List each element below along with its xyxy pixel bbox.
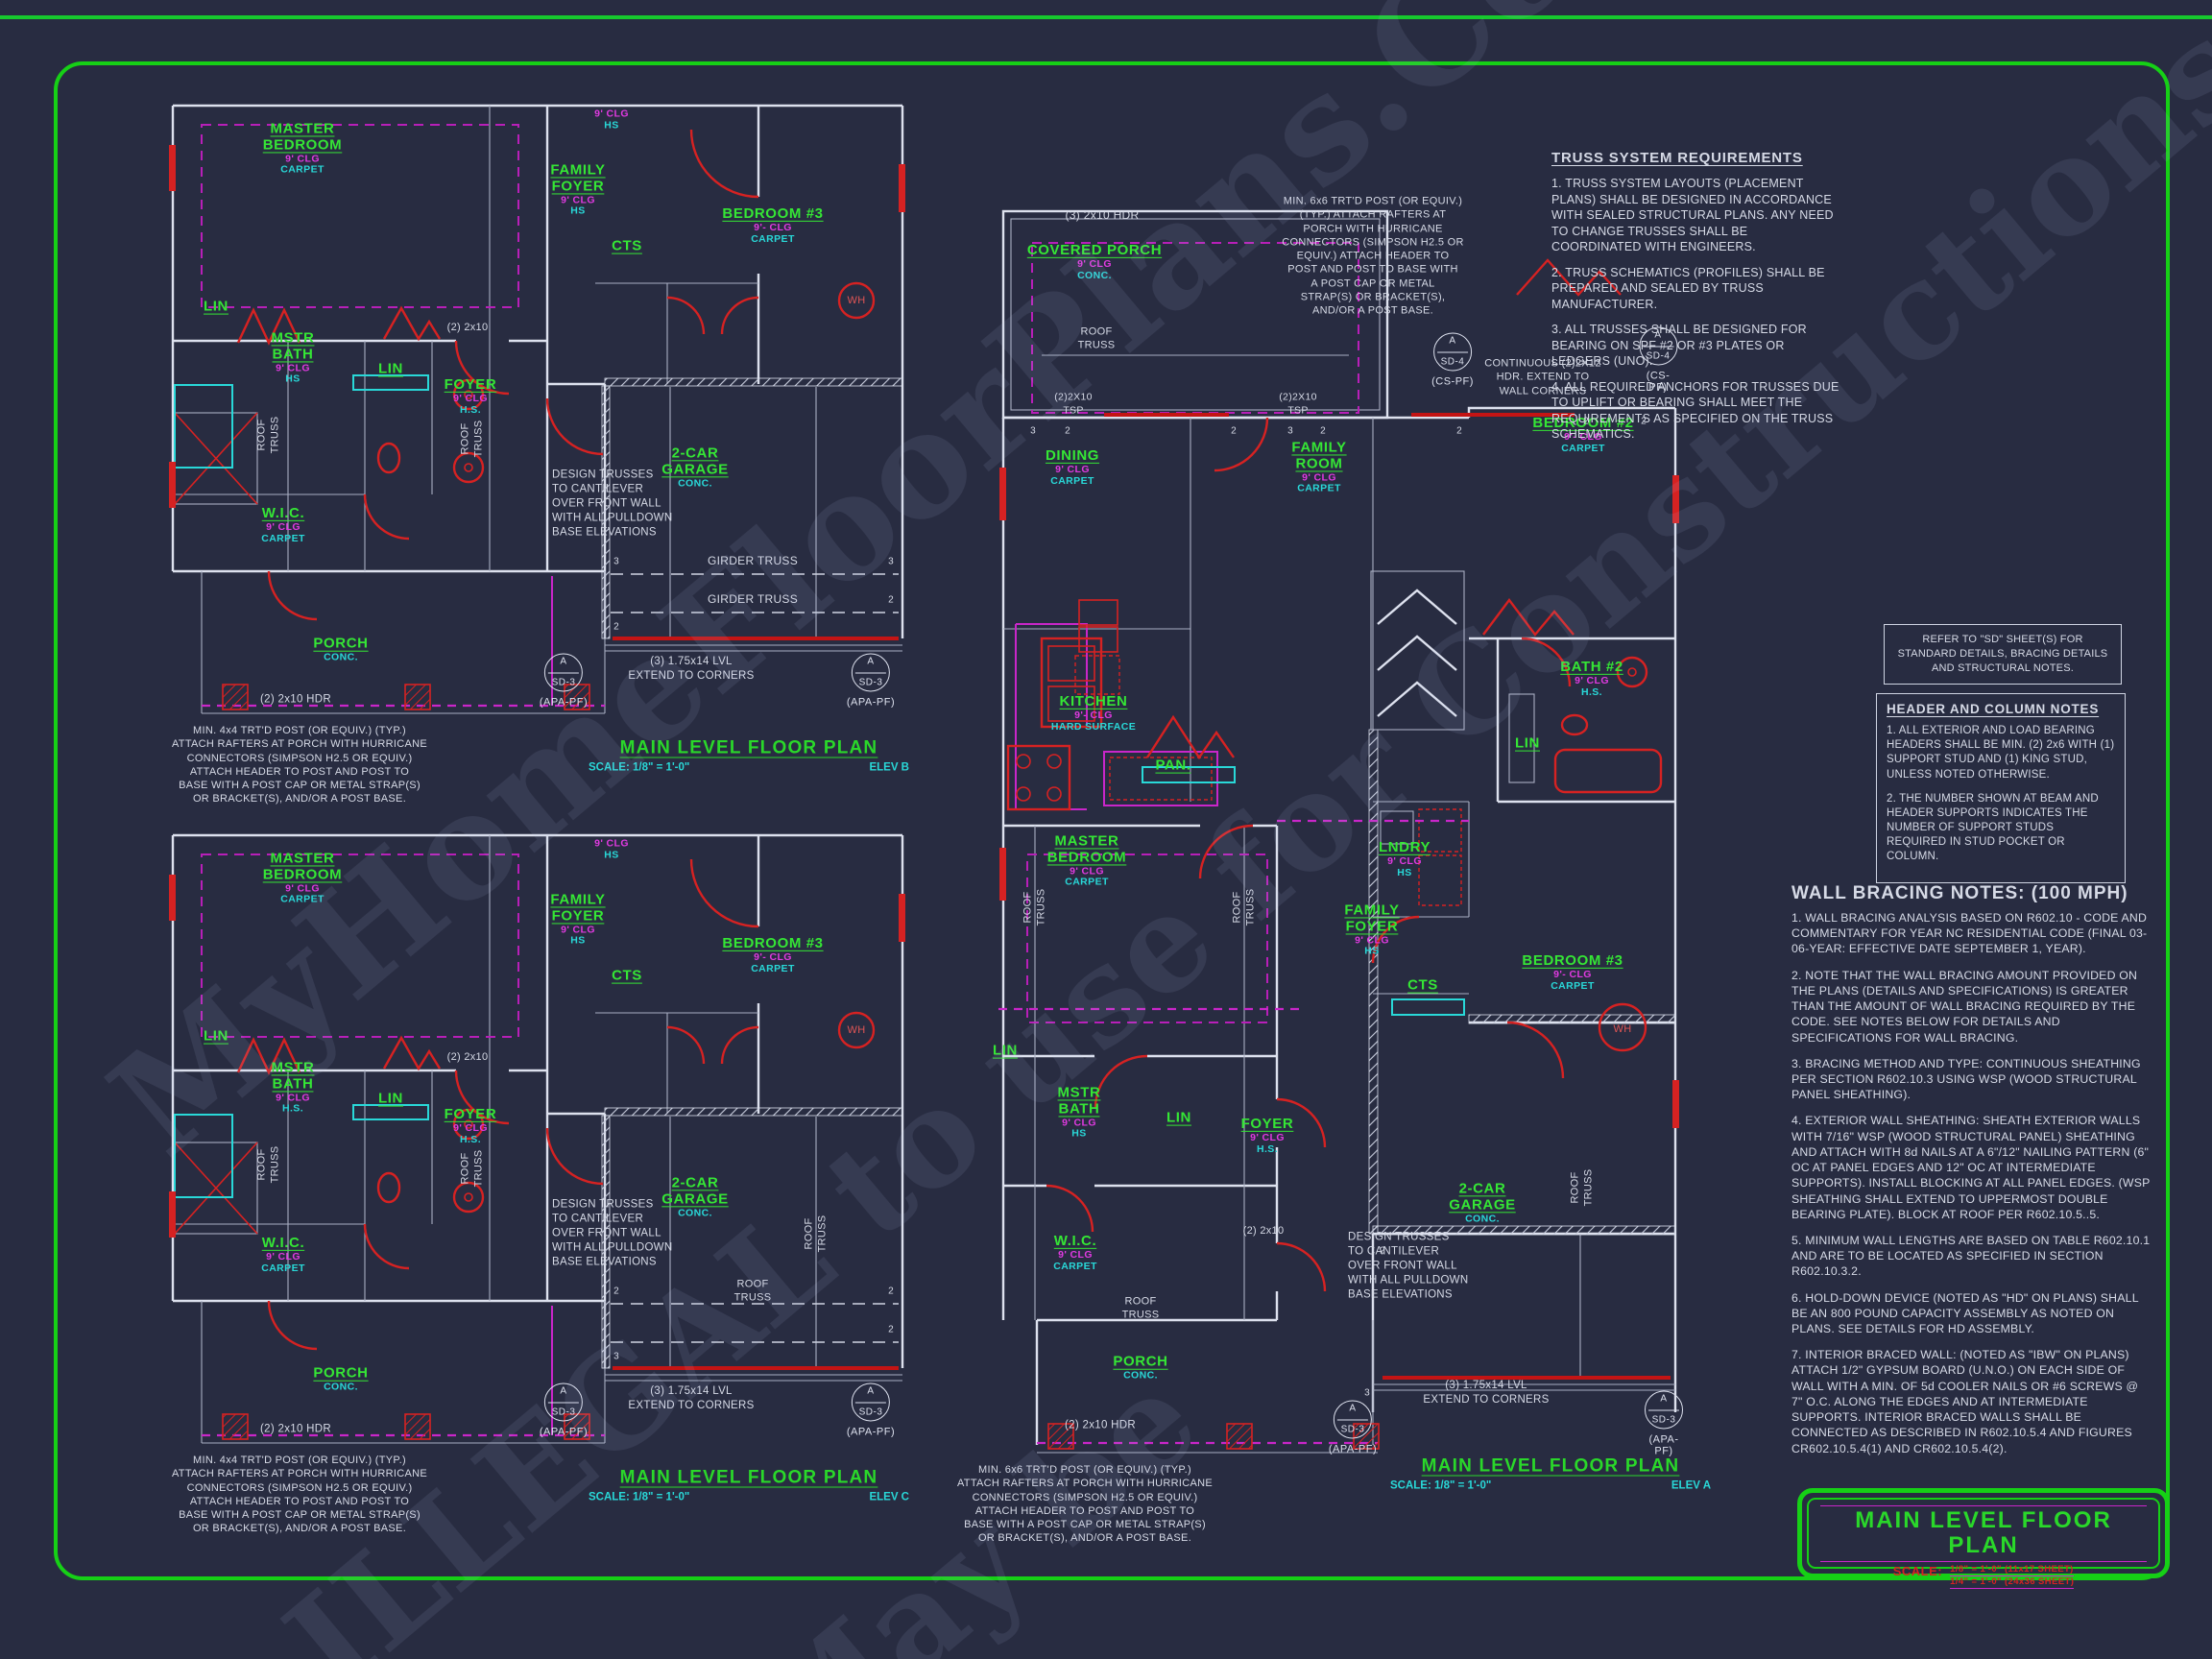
wall-bracing-list: 1. WALL BRACING ANALYSIS BASED ON R602.1… (1791, 910, 2151, 1456)
note-item: 7. INTERIOR BRACED WALL: (NOTED AS "IBW"… (1791, 1348, 2139, 1455)
wall-bracing-notes: WALL BRACING NOTES: (100 MPH) 1. WALL BR… (1791, 883, 2151, 1467)
floor-plan-drawing (169, 104, 905, 714)
sd-sheet-note: REFER TO "SD" SHEET(S) FOR STANDARD DETA… (1884, 624, 2122, 685)
note-item: 5. MINIMUM WALL LENGTHS ARE BASED ON TAB… (1791, 1233, 2151, 1279)
note-item: 6. HOLD-DOWN DEVICE (NOTED AS "HD" ON PL… (1791, 1290, 2139, 1336)
floor-plan-elev-b: MASTER BEDROOM 9' CLG CARPET FAMILY FOYE… (144, 91, 922, 811)
note-item: 1. ALL EXTERIOR AND LOAD BEARING HEADERS… (1887, 725, 2115, 781)
scale-line-1: 1/8" = 1'-0" (11x17 SHEET) (1950, 1563, 2075, 1576)
note-item: 1. TRUSS SYSTEM LAYOUTS (PLACEMENT PLANS… (1551, 177, 1834, 253)
note-item: 3. ALL TRUSSES SHALL BE DESIGNED FOR BEA… (1551, 323, 1807, 368)
plan-caption-elev: ELEV A (1671, 1479, 1711, 1492)
sheet-title: MAIN LEVEL FLOOR PLAN (1855, 1507, 2112, 1559)
header-and-column-notes: HEADER AND COLUMN NOTES 1. ALL EXTERIOR … (1876, 693, 2126, 883)
plan-caption-scale: SCALE: 1/8" = 1'-0" (589, 1491, 690, 1503)
title-block: MAIN LEVEL FLOOR PLAN SCALE: 1/8" = 1'-0… (1797, 1488, 2170, 1589)
plan-caption-title: MAIN LEVEL FLOOR PLAN (619, 737, 878, 758)
plan-caption: MAIN LEVEL FLOOR PLAN SCALE: 1/8" = 1'-0… (1382, 1456, 1719, 1492)
title-block-rule (1820, 1560, 2147, 1562)
header-column-list: 1. ALL EXTERIOR AND LOAD BEARING HEADERS… (1887, 724, 2115, 865)
plan-caption-scale: SCALE: 1/8" = 1'-0" (1390, 1479, 1492, 1492)
note-item: 2. NOTE THAT THE WALL BRACING AMOUNT PRO… (1791, 968, 2138, 1045)
title-block-rule (1820, 1505, 2147, 1506)
truss-notes-list: 1. TRUSS SYSTEM LAYOUTS (PLACEMENT PLANS… (1551, 176, 1839, 443)
scale-label: SCALE: (1892, 1563, 1943, 1578)
sd-sheet-note-text: REFER TO "SD" SHEET(S) FOR STANDARD DETA… (1897, 634, 2108, 674)
note-item: 2. TRUSS SCHEMATICS (PROFILES) SHALL BE … (1551, 265, 1825, 311)
plan-caption-elev: ELEV B (869, 761, 909, 774)
note-item: 1. WALL BRACING ANALYSIS BASED ON R602.1… (1791, 911, 2148, 956)
scale-line-2: 1/4" = 1'-0" (24x36 SHEET) (1950, 1575, 2075, 1589)
sheet-top-border-line (0, 15, 2212, 19)
plan-caption-title: MAIN LEVEL FLOOR PLAN (1421, 1455, 1680, 1477)
plan-caption-title: MAIN LEVEL FLOOR PLAN (619, 1467, 878, 1488)
plan-caption-elev: ELEV C (869, 1491, 909, 1503)
plan-caption: MAIN LEVEL FLOOR PLAN SCALE: 1/8" = 1'-0… (581, 1468, 917, 1503)
title-block-inner: MAIN LEVEL FLOOR PLAN SCALE: 1/8" = 1'-0… (1807, 1498, 2160, 1589)
floor-plan-elev-c: MASTER BEDROOM 9' CLG CARPET FAMILY FOYE… (144, 821, 922, 1541)
truss-notes-title: TRUSS SYSTEM REQUIREMENTS (1551, 150, 1803, 166)
truss-system-requirements: TRUSS SYSTEM REQUIREMENTS 1. TRUSS SYSTE… (1551, 150, 1839, 452)
note-item: 2. THE NUMBER SHOWN AT BEAM AND HEADER S… (1887, 792, 2099, 863)
note-item: 3. BRACING METHOD AND TYPE: CONTINUOUS S… (1791, 1056, 2141, 1102)
wall-bracing-title: WALL BRACING NOTES: (100 MPH) (1791, 883, 2128, 903)
floor-plan-walls (998, 209, 1679, 1454)
floor-plan-drawing (169, 833, 905, 1444)
plan-caption-scale: SCALE: 1/8" = 1'-0" (589, 761, 690, 774)
note-item: 4. ALL REQUIRED ANCHORS FOR TRUSSES DUE … (1551, 379, 1839, 442)
header-column-title: HEADER AND COLUMN NOTES (1887, 702, 2100, 716)
sheet-green-frame (54, 61, 2170, 1580)
note-item: 4. EXTERIOR WALL SHEATHING: SHEATH EXTER… (1791, 1114, 2151, 1221)
plan-caption: MAIN LEVEL FLOOR PLAN SCALE: 1/8" = 1'-0… (581, 738, 917, 774)
